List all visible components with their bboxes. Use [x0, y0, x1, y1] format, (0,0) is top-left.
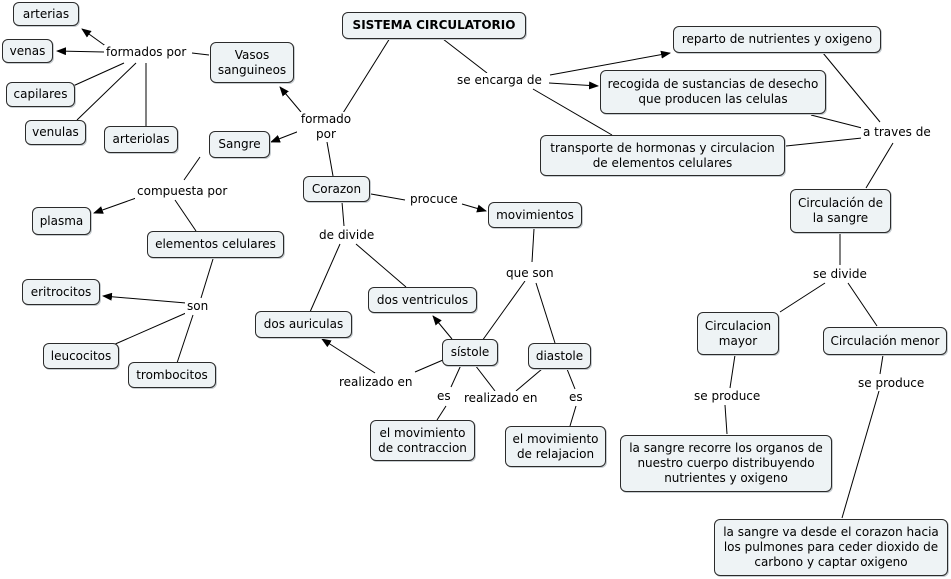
- link-line: [191, 52, 210, 56]
- link-label-a-traves-de: a traves de: [861, 125, 933, 140]
- link-label-realizado-en-1: realizado en: [337, 375, 415, 390]
- concept-arterias[interactable]: arterias: [13, 2, 79, 26]
- concept-plasma[interactable]: plasma: [32, 207, 91, 235]
- link-line: [566, 368, 576, 390]
- link-line: [370, 193, 406, 201]
- link-line: [432, 315, 453, 340]
- link-line: [183, 156, 201, 181]
- concept-circulacion-mayor[interactable]: Circulacion mayor: [697, 312, 779, 355]
- concept-venulas[interactable]: venulas: [25, 120, 86, 145]
- link-line: [436, 405, 447, 421]
- link-line: [841, 390, 880, 519]
- link-line: [342, 37, 391, 114]
- concept-sistole[interactable]: sístole: [442, 339, 498, 366]
- link-line: [724, 404, 728, 435]
- link-line: [270, 129, 303, 143]
- concept-dos-ventriculos[interactable]: dos ventriculos: [368, 287, 477, 313]
- concept-descripcion-mayor[interactable]: la sangre recorre los organos de nuestro…: [620, 435, 832, 492]
- concept-venas[interactable]: venas: [2, 39, 53, 63]
- concept-reparto-nutrientes[interactable]: reparto de nutrientes y oxigeno: [673, 26, 881, 53]
- link-label-se-produce-1: se produce: [692, 389, 763, 404]
- link-line: [532, 88, 613, 136]
- link-line: [461, 203, 487, 213]
- concept-sangre[interactable]: Sangre: [209, 131, 270, 158]
- link-line: [200, 258, 214, 299]
- link-line: [321, 338, 376, 374]
- concept-corazon[interactable]: Corazon: [303, 176, 370, 202]
- link-label-se-produce-2: se produce: [856, 376, 927, 391]
- concept-trombocitos[interactable]: trombocitos: [128, 362, 216, 388]
- link-line: [474, 364, 496, 392]
- link-line: [326, 141, 334, 177]
- concept-transporte-hormonas[interactable]: transporte de hormonas y circulacion de …: [540, 135, 785, 176]
- link-line: [450, 364, 462, 388]
- link-line: [569, 405, 577, 427]
- link-line: [174, 199, 197, 232]
- link-line: [810, 114, 863, 129]
- link-line: [865, 142, 894, 189]
- link-line: [549, 50, 671, 76]
- concept-elementos-celulares[interactable]: elementos celulares: [147, 231, 284, 258]
- link-label-que-son: que son: [504, 266, 556, 281]
- link-line: [785, 137, 863, 147]
- concept-circulacion-menor[interactable]: Circulación menor: [823, 327, 947, 355]
- link-line: [531, 228, 535, 263]
- link-line: [548, 81, 599, 90]
- link-label-se-divide: se divide: [811, 267, 869, 282]
- link-line: [481, 280, 526, 342]
- link-line: [535, 282, 556, 344]
- link-line: [847, 282, 878, 327]
- concept-leucocitos[interactable]: leucocitos: [43, 343, 119, 369]
- link-line: [729, 354, 736, 389]
- link-label-de-divide: de divide: [317, 228, 377, 243]
- link-line: [102, 292, 187, 304]
- concept-eritrocitos[interactable]: eritrocitos: [22, 279, 100, 305]
- concept-arteriolas[interactable]: arteriolas: [104, 126, 178, 153]
- link-line: [112, 312, 187, 346]
- concept-diastole[interactable]: diastole: [528, 343, 591, 369]
- link-line: [879, 354, 884, 375]
- link-line: [355, 243, 407, 288]
- concept-dos-auriculas[interactable]: dos auriculas: [255, 311, 352, 338]
- concept-sistema-circulatorio[interactable]: SISTEMA CIRCULATORIO: [342, 12, 526, 39]
- link-line: [279, 86, 302, 113]
- link-label-formado-por: formado por: [297, 112, 355, 142]
- link-label-son: son: [185, 299, 211, 314]
- link-line: [76, 62, 137, 121]
- link-line: [93, 196, 140, 214]
- link-label-es-1: es: [435, 389, 453, 404]
- concept-movimientos[interactable]: movimientos: [488, 202, 582, 228]
- link-label-formados-por: formados por: [104, 45, 189, 60]
- concept-descripcion-menor[interactable]: la sangre va desde el corazon hacia los …: [714, 519, 948, 576]
- concept-vasos-sanguineos[interactable]: Vasos sanguineos: [210, 42, 294, 83]
- link-label-compuesta-por: compuesta por: [135, 184, 230, 199]
- link-line: [414, 359, 444, 373]
- link-label-realizado-en-2: realizado en: [462, 391, 540, 406]
- link-line: [341, 201, 345, 227]
- link-line: [81, 28, 108, 48]
- concept-movimiento-relajacion[interactable]: el movimiento de relajacion: [505, 426, 606, 467]
- link-line: [56, 47, 105, 56]
- link-label-se-encarga-de: se encarga de: [455, 73, 544, 88]
- link-line: [309, 243, 341, 313]
- link-line: [442, 38, 488, 74]
- link-line: [515, 368, 543, 392]
- concept-circulacion-sangre[interactable]: Circulación de la sangre: [790, 189, 891, 233]
- link-line: [72, 62, 125, 87]
- concept-recogida-desecho[interactable]: recogida de sustancias de desecho que pr…: [600, 70, 826, 114]
- concept-capilares[interactable]: capilares: [6, 82, 75, 107]
- link-line: [779, 282, 826, 313]
- link-line: [822, 52, 881, 123]
- link-label-es-2: es: [567, 390, 585, 405]
- concept-movimiento-contraccion[interactable]: el movimiento de contraccion: [370, 420, 475, 461]
- link-label-procuce: procuce: [408, 192, 460, 207]
- link-line: [176, 314, 194, 364]
